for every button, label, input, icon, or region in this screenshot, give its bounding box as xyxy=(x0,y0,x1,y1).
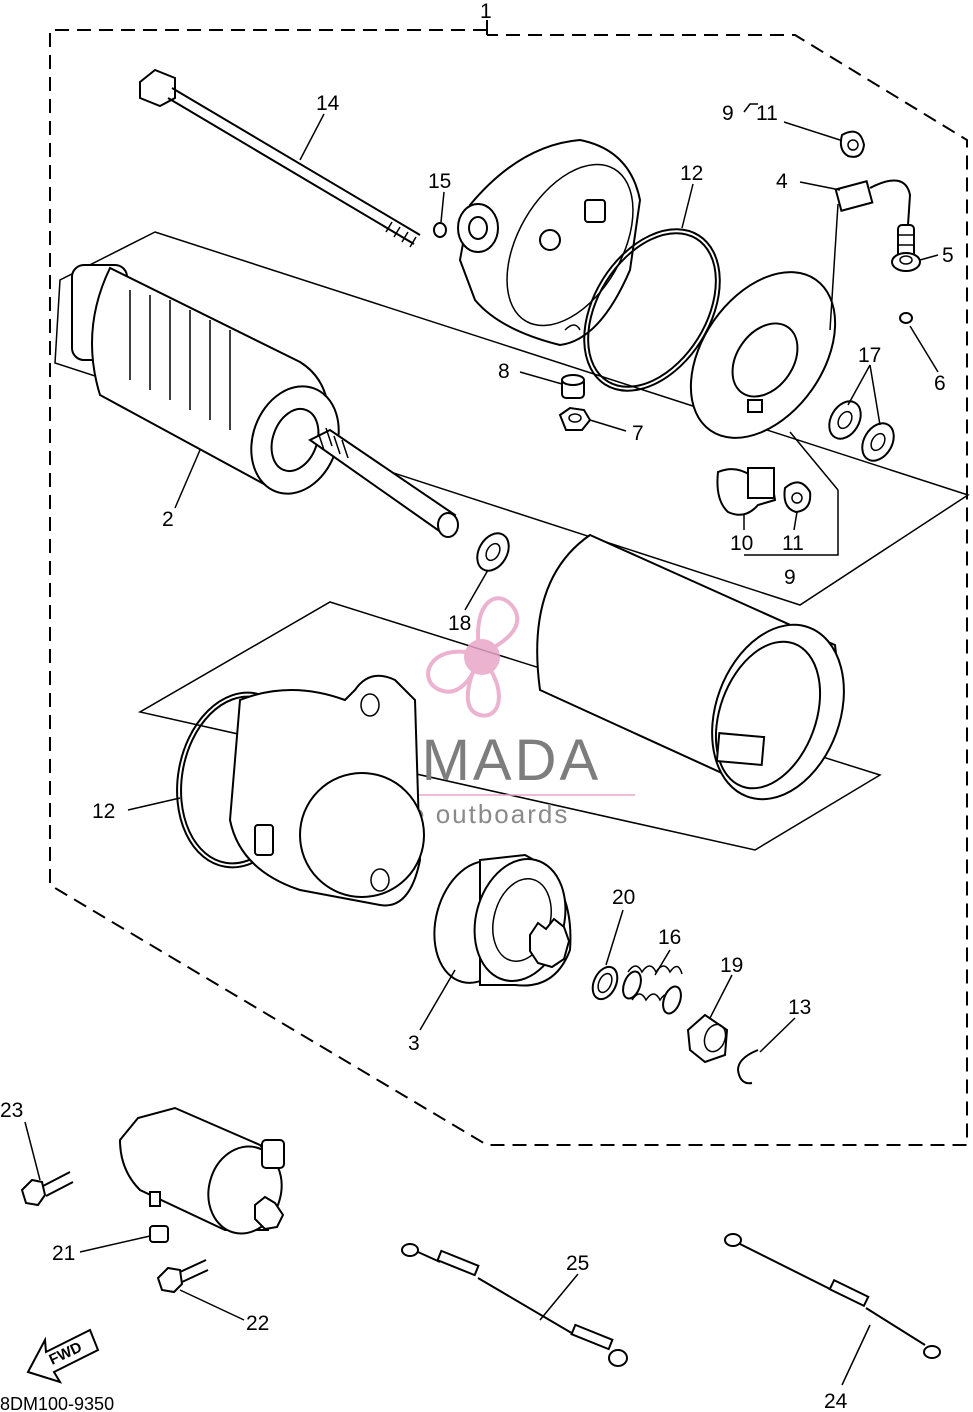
callout-9-bottom: 9 xyxy=(784,566,796,589)
callout-25: 25 xyxy=(566,1252,589,1275)
pinion-spring-16 xyxy=(622,965,683,1015)
callout-1: 1 xyxy=(480,0,492,23)
spring-clip-bottom xyxy=(783,481,812,514)
callout-24: 24 xyxy=(824,1390,848,1412)
callout-6: 6 xyxy=(934,372,946,395)
callout-18: 18 xyxy=(448,612,471,635)
callout-7: 7 xyxy=(632,422,644,445)
callout-11-top: 11 xyxy=(756,102,778,125)
callout-20: 20 xyxy=(612,886,635,909)
washer-18 xyxy=(476,532,510,572)
callout-15: 15 xyxy=(428,170,451,193)
nut-21 xyxy=(149,1225,169,1243)
callout-10: 10 xyxy=(730,532,753,555)
through-bolt xyxy=(139,68,421,248)
leader-lines xyxy=(24,103,939,1386)
spring-clip-top xyxy=(839,130,866,158)
o-ring-small xyxy=(433,222,447,238)
circlip-13 xyxy=(736,1049,759,1085)
callout-14: 14 xyxy=(316,92,340,115)
callout-2: 2 xyxy=(162,508,174,531)
callout-4: 4 xyxy=(776,170,788,193)
callout-12-rear: 12 xyxy=(680,162,703,185)
propeller-logo xyxy=(426,596,520,718)
brush-plate xyxy=(689,271,837,439)
callout-19: 19 xyxy=(720,954,743,977)
callout-11-bottom: 11 xyxy=(782,532,804,555)
callout-8: 8 xyxy=(498,360,510,383)
callout-16: 16 xyxy=(658,926,681,949)
assembly-boundary xyxy=(49,20,968,1146)
callout-13: 13 xyxy=(788,996,811,1019)
callout-17: 17 xyxy=(858,344,881,367)
nut-8 xyxy=(561,374,585,399)
callout-9-top: 9 xyxy=(722,102,734,125)
armature xyxy=(71,264,459,538)
diagram-code: 8DM100-9350 xyxy=(0,1394,114,1412)
callout-5: 5 xyxy=(942,244,954,267)
drive-assembly xyxy=(433,853,572,987)
forward-arrow-icon: FWD xyxy=(26,1328,100,1384)
nut-7 xyxy=(558,406,592,431)
washer-17a xyxy=(828,400,862,440)
collar-19 xyxy=(686,1013,729,1064)
rear-cover xyxy=(457,138,642,347)
brush-holder xyxy=(716,467,777,516)
washer-5 xyxy=(891,252,921,272)
yoke xyxy=(536,533,845,801)
ground-cable-24 xyxy=(724,1233,941,1359)
callout-12-front: 12 xyxy=(92,800,115,823)
front-cover xyxy=(176,674,425,907)
bolt-22 xyxy=(156,1259,209,1294)
callout-21: 21 xyxy=(52,1242,75,1265)
o-ring-6 xyxy=(899,312,913,324)
bolt-23 xyxy=(20,1171,74,1207)
callout-23: 23 xyxy=(0,1099,23,1122)
starter-cable-25 xyxy=(401,1243,628,1367)
callout-3: 3 xyxy=(408,1032,420,1055)
starter-motor-assembled xyxy=(118,1106,285,1235)
callout-22: 22 xyxy=(246,1312,269,1335)
washer-17b xyxy=(861,422,895,462)
stopper-ring-20 xyxy=(591,965,619,1001)
